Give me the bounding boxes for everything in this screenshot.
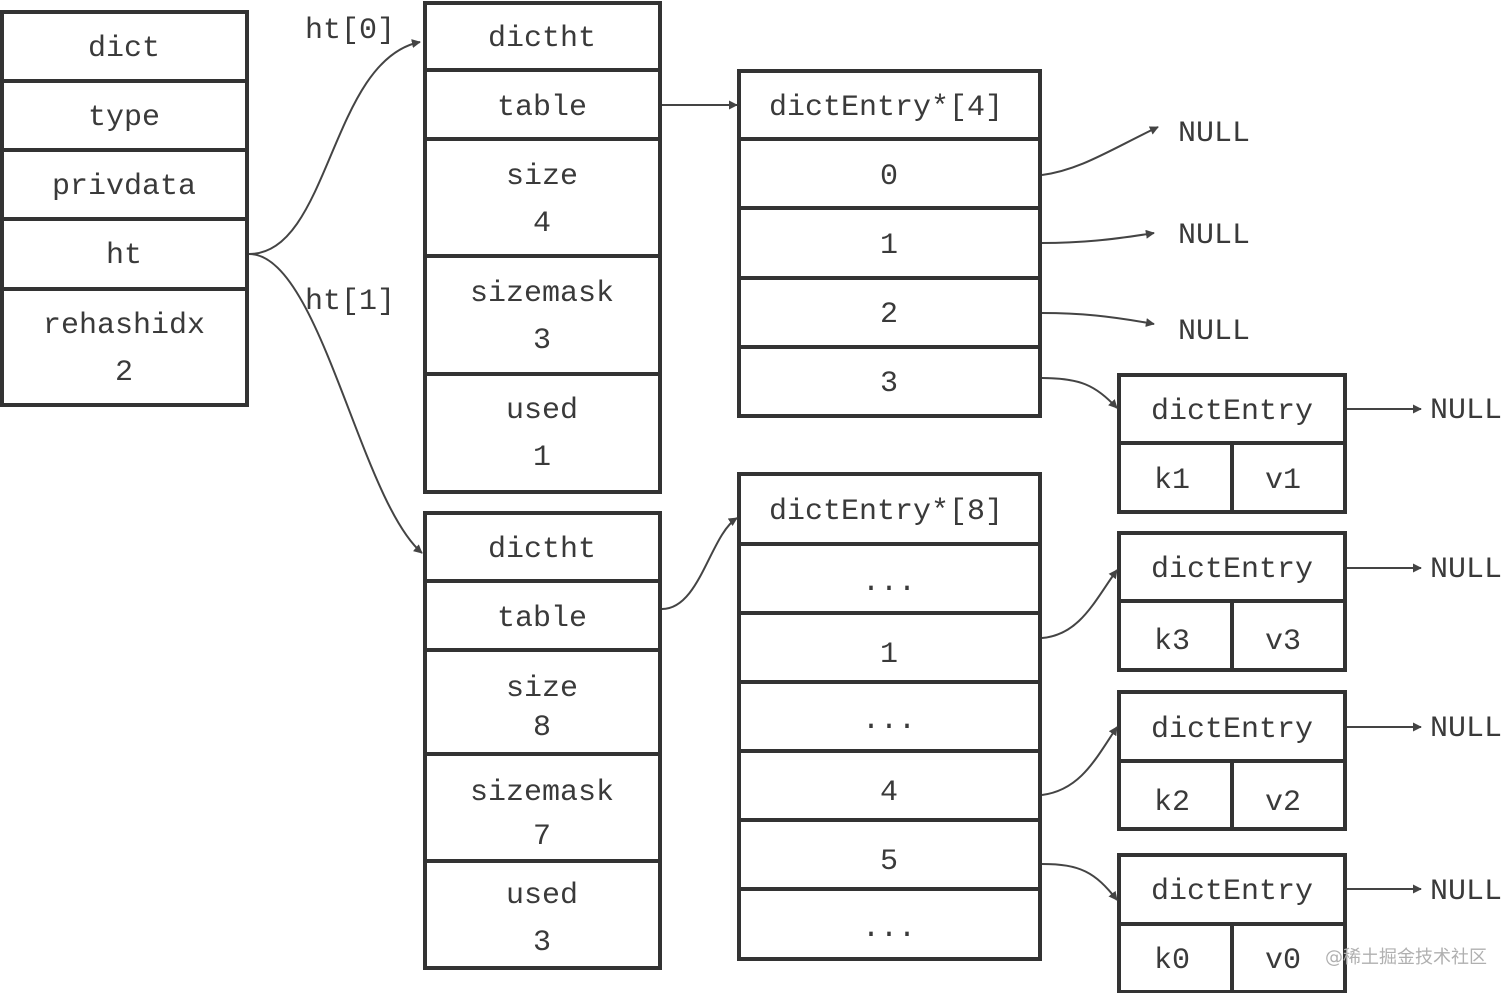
- dict-entry-k3: dictEntry k3 v3: [1117, 531, 1347, 672]
- ht0-size-value: 4: [533, 207, 551, 241]
- ht1-title: dictht: [488, 533, 596, 567]
- entry-value: v2: [1265, 786, 1301, 820]
- array8-slot: 1: [880, 638, 898, 672]
- arrow-ht1-table: [661, 517, 738, 610]
- array8-title: dictEntry*[8]: [769, 495, 1003, 529]
- array4-slot: 0: [880, 160, 898, 194]
- arrow-slot2-null: [1041, 312, 1155, 327]
- arrow-ht1: [248, 253, 423, 554]
- array8-slot: ...: [862, 912, 916, 946]
- dict-entry-k2: dictEntry k2 v2: [1117, 690, 1347, 831]
- arrow-ht0: [248, 39, 421, 255]
- arrow-slot0-null: [1041, 126, 1159, 176]
- null-label: NULL: [1178, 117, 1250, 151]
- entry-value: v1: [1265, 464, 1301, 498]
- ht1-sizemask-value: 7: [533, 820, 551, 854]
- ht0-used-label: used: [506, 394, 578, 428]
- edge-label-ht0: ht[0]: [305, 14, 395, 48]
- arrow-slot1-entry: [1041, 569, 1118, 639]
- ht0-used-value: 1: [533, 441, 551, 475]
- null-label: NULL: [1178, 315, 1250, 349]
- dict-field-rehashidx: rehashidx: [43, 309, 205, 343]
- arrow-slot5-entry: [1041, 863, 1118, 901]
- arrow-slot1-null: [1041, 229, 1155, 244]
- dictht-ht1: dictht table size 8 sizemask 7 used 3: [423, 511, 662, 970]
- array4-slot: 3: [880, 367, 898, 401]
- null-label: NULL: [1430, 394, 1502, 428]
- entry-title: dictEntry: [1151, 553, 1313, 587]
- dict-title: dict: [88, 32, 160, 66]
- ht0-sizemask-label: sizemask: [470, 277, 614, 311]
- dict-field-ht: ht: [106, 239, 142, 273]
- ht1-used-value: 3: [533, 926, 551, 960]
- dictht-ht0: dictht table size 4 sizemask 3 used 1: [423, 1, 662, 494]
- entry-key: k1: [1154, 464, 1190, 498]
- edge-label-ht1: ht[1]: [305, 285, 395, 319]
- entry-title: dictEntry: [1151, 713, 1313, 747]
- watermark: @稀土掘金技术社区: [1325, 947, 1487, 968]
- ht1-sizemask-label: sizemask: [470, 776, 614, 810]
- ht0-table: table: [497, 91, 587, 125]
- arrow-slot3-entry: [1041, 377, 1118, 409]
- arrow-slot4-entry: [1041, 726, 1118, 796]
- entry-array-8: dictEntry*[8] ... 1 ... 4 5 ...: [737, 472, 1042, 961]
- ht1-size-value: 8: [533, 711, 551, 745]
- entry-key: k3: [1154, 625, 1190, 659]
- dict-struct: dict type privdata ht rehashidx 2: [0, 10, 249, 407]
- entry-value: v3: [1265, 625, 1301, 659]
- entry-title: dictEntry: [1151, 875, 1313, 909]
- dict-field-type: type: [88, 101, 160, 135]
- array8-slot: ...: [862, 704, 916, 738]
- ht0-title: dictht: [488, 22, 596, 56]
- array8-slot: 4: [880, 776, 898, 810]
- dict-field-privdata: privdata: [52, 170, 196, 204]
- ht1-size-label: size: [506, 672, 578, 706]
- ht0-sizemask-value: 3: [533, 324, 551, 358]
- ht1-table: table: [497, 602, 587, 636]
- array8-slot: 5: [880, 845, 898, 879]
- null-label: NULL: [1430, 553, 1502, 587]
- array8-slot: ...: [862, 566, 916, 600]
- entry-value: v0: [1265, 944, 1301, 978]
- array4-slot: 2: [880, 298, 898, 332]
- connectors: [248, 39, 1422, 901]
- null-label: NULL: [1430, 875, 1502, 909]
- dict-rehashidx-value: 2: [115, 356, 133, 390]
- entry-array-4: dictEntry*[4] 0 1 2 3: [737, 69, 1042, 418]
- ht0-size-label: size: [506, 160, 578, 194]
- entry-key: k2: [1154, 786, 1190, 820]
- ht1-used-label: used: [506, 879, 578, 913]
- dict-entry-k0: dictEntry k0 v0: [1117, 853, 1347, 993]
- null-label: NULL: [1178, 219, 1250, 253]
- dict-entry-k1: dictEntry k1 v1: [1117, 373, 1347, 514]
- entry-key: k0: [1154, 944, 1190, 978]
- entry-title: dictEntry: [1151, 395, 1313, 429]
- array4-slot: 1: [880, 229, 898, 263]
- array4-title: dictEntry*[4]: [769, 91, 1003, 125]
- null-label: NULL: [1430, 712, 1502, 746]
